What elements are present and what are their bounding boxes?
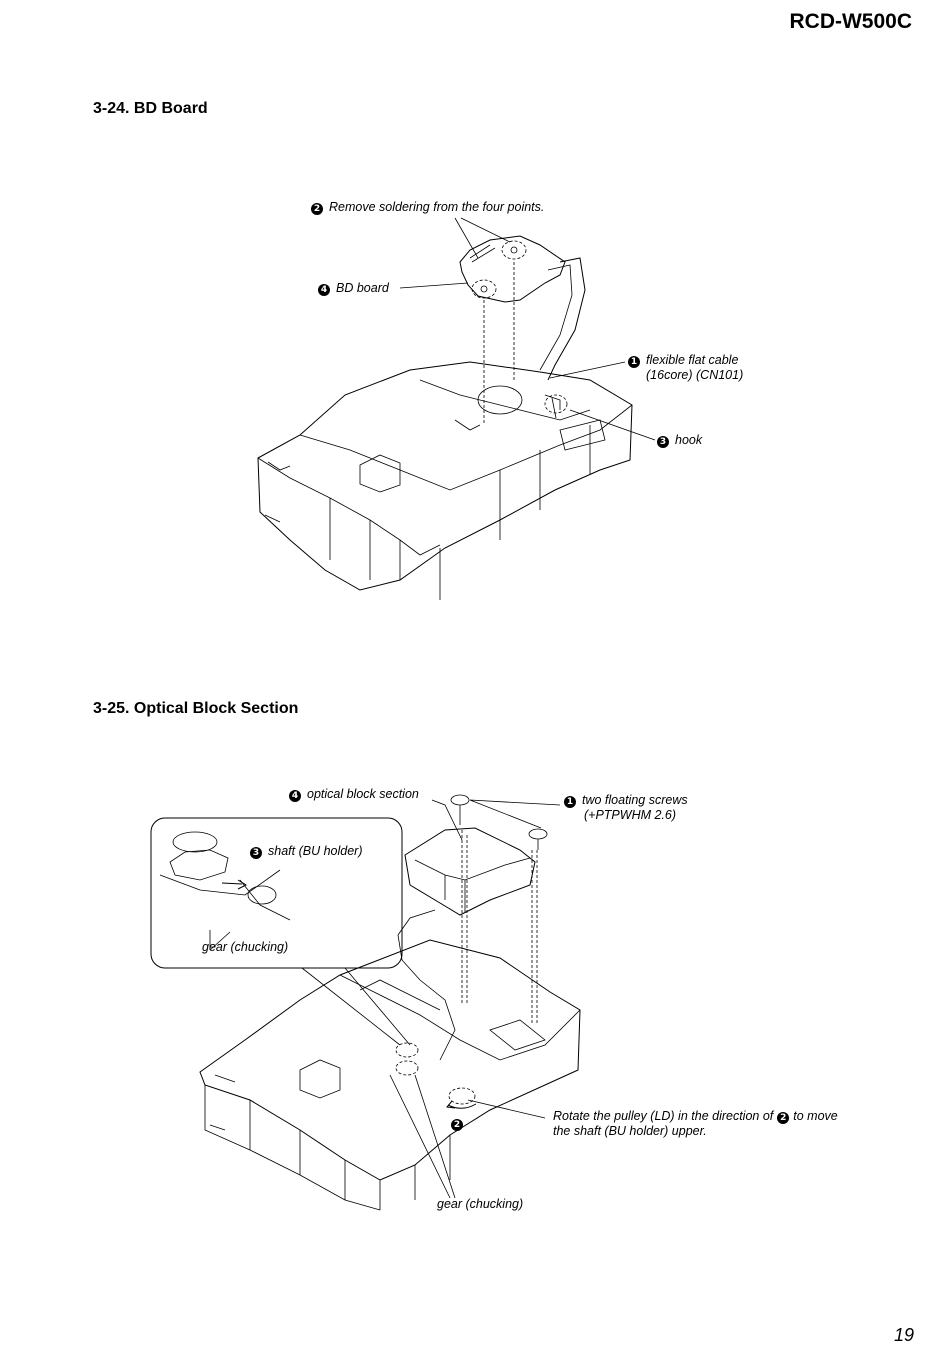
page-number: 19	[893, 1325, 914, 1345]
step-4-badge: 4	[289, 790, 301, 802]
callout-hook: 3 hook	[657, 433, 702, 448]
step-2-badge: 2	[311, 203, 323, 215]
callout-text: Remove soldering from the four points.	[329, 200, 545, 214]
callout-gear-chucking-zoom: gear (chucking)	[202, 940, 289, 954]
callout-bd-board: 4 BD board	[318, 281, 389, 296]
step-1-badge: 1	[564, 796, 576, 808]
step-1-badge: 1	[628, 356, 640, 368]
callout-rotate-pulley: Rotate the pulley (LD) in the direction …	[553, 1109, 838, 1139]
callout-text: two floating screws	[582, 793, 688, 807]
section-title-bd-board: 3-24. BD Board	[93, 100, 208, 117]
callout-text: Rotate the pulley (LD) in the direction …	[553, 1109, 774, 1123]
model-number: RCD-W500C	[789, 10, 912, 33]
step-3-badge: 3	[250, 847, 262, 859]
callout-gear-chucking: gear (chucking)	[437, 1197, 524, 1211]
step-4-badge: 4	[318, 284, 330, 296]
callout-text: BD board	[336, 281, 389, 295]
callout-text-line2: (16core) (CN101)	[646, 368, 744, 382]
step-2-badge: 2	[777, 1112, 790, 1124]
callout-shaft-bu-holder: 3 shaft (BU holder)	[250, 844, 362, 859]
step-2-badge: 2	[451, 1119, 463, 1131]
callout-text: flexible flat cable	[646, 353, 739, 367]
callout-text: hook	[675, 433, 703, 447]
callout-text-post: to move	[793, 1109, 838, 1123]
callout-text-line2: the shaft (BU holder) upper.	[553, 1124, 707, 1138]
callout-flexible-flat-cable: 1 flexible flat cable (16core) (CN101)	[628, 353, 743, 383]
callout-floating-screws: 1 two floating screws (+PTPWHM 2.6)	[564, 793, 688, 823]
callout-remove-soldering: 2 Remove soldering from the four points.	[311, 200, 544, 215]
callout-text-line2: (+PTPWHM 2.6)	[584, 808, 677, 822]
optical-block-figure	[150, 794, 581, 1211]
step-3-badge: 3	[657, 436, 669, 448]
callout-optical-block-section: 4 optical block section	[289, 787, 419, 802]
callout-step-2-marker: 2	[451, 1116, 469, 1131]
callout-text: optical block section	[307, 787, 419, 801]
callout-text: shaft (BU holder)	[268, 844, 363, 858]
bd-board-figure	[257, 217, 656, 600]
section-title-optical-block: 3-25. Optical Block Section	[93, 700, 299, 717]
